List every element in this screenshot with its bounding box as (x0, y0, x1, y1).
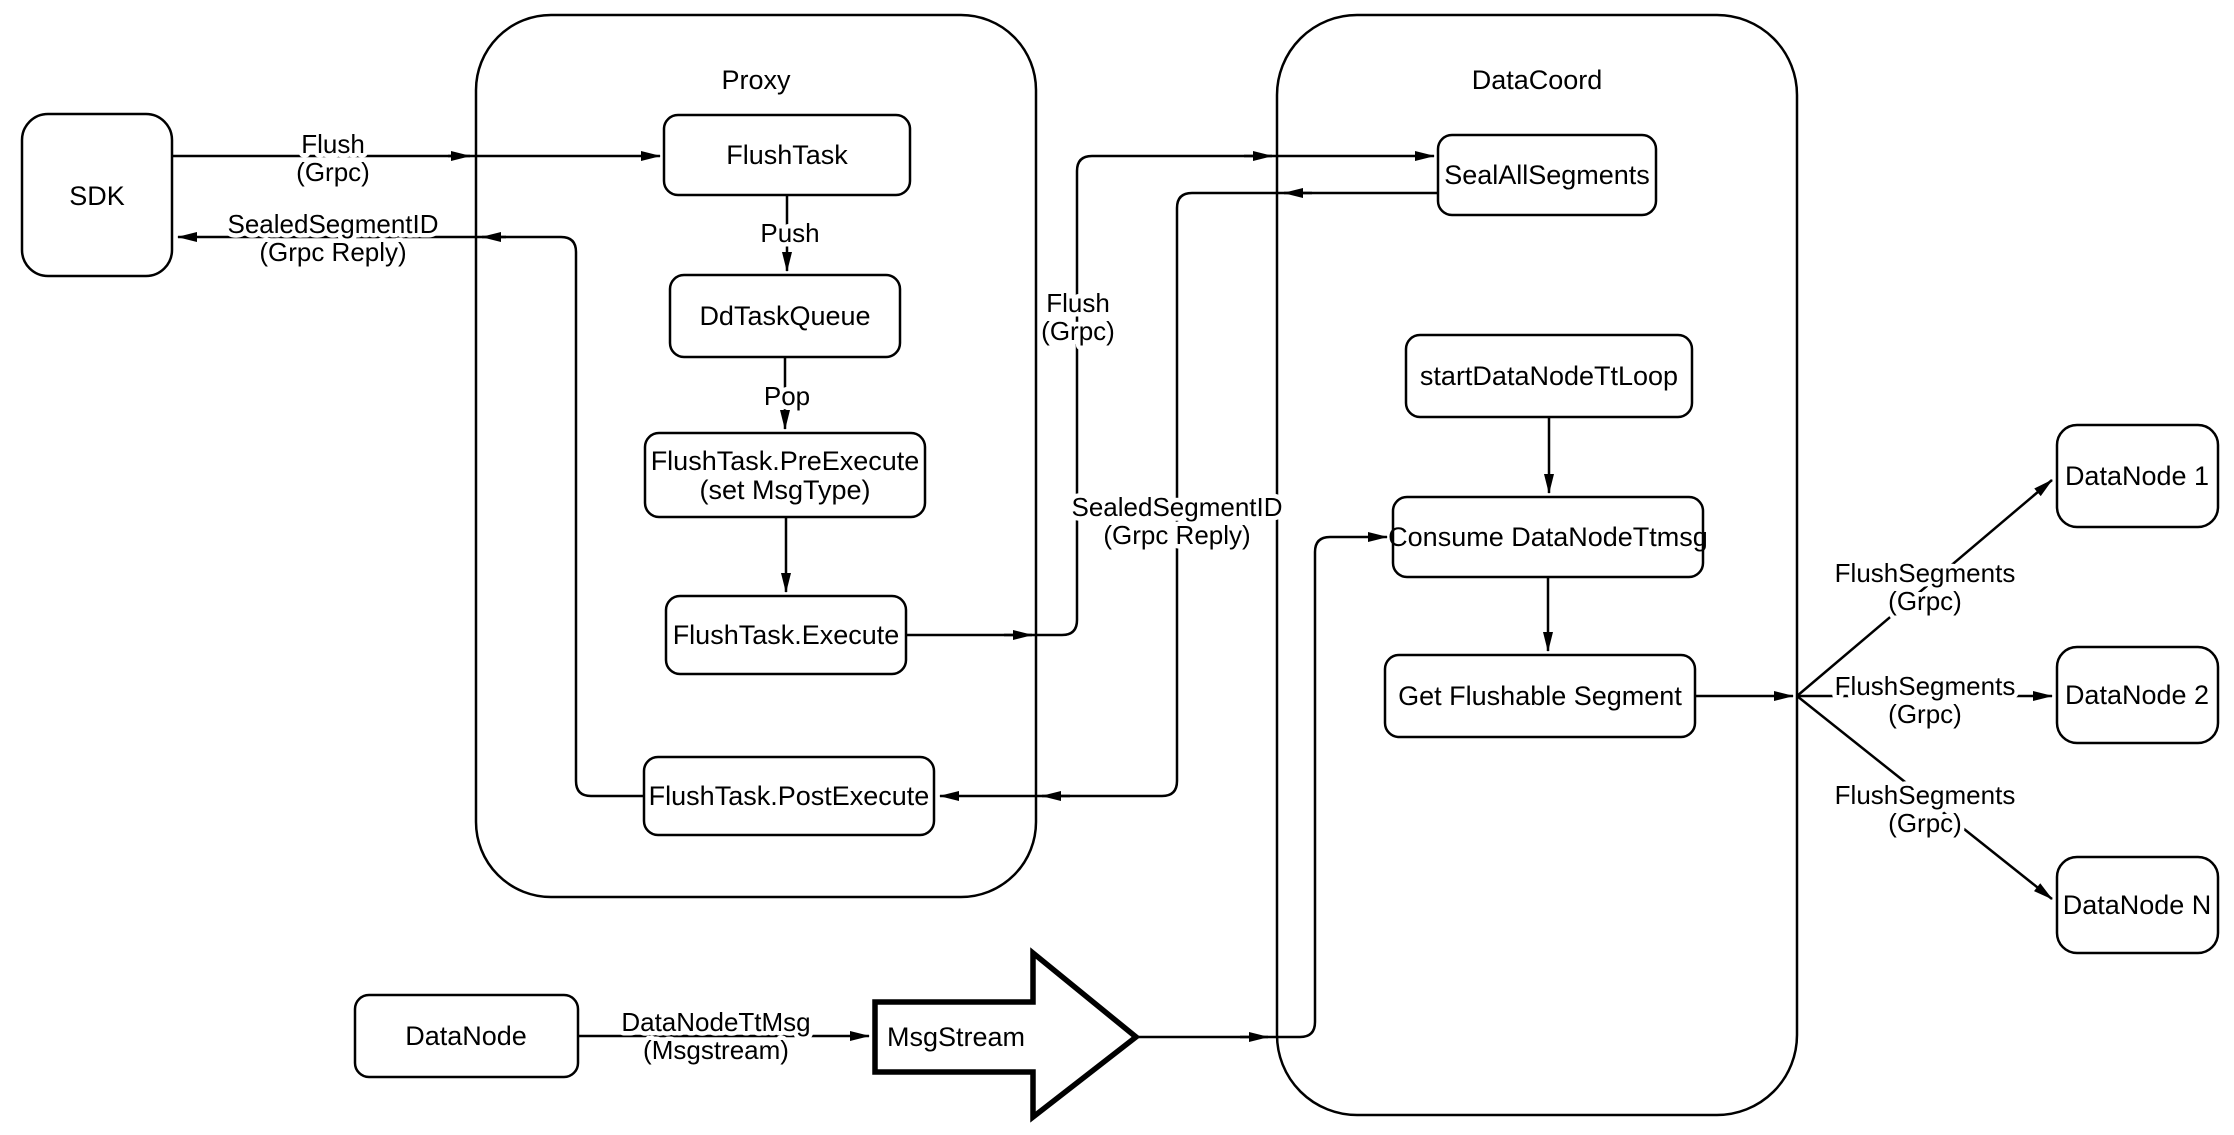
edge-label-flushsegments-n: FlushSegments (Grpc) (1830, 776, 2020, 843)
edge-label-sdk-flush-line2: (Grpc) (296, 157, 370, 187)
node-execute: FlushTask.Execute (664, 594, 908, 676)
node-flushtask: FlushTask (662, 113, 912, 197)
edge-label-proxy-reply-line1: SealedSegmentID (1071, 492, 1282, 522)
node-ddtaskqueue: DdTaskQueue (668, 273, 902, 359)
edge-label-proxy-flush-line1: Flush (1046, 288, 1110, 318)
node-datanode2-label: DataNode 2 (2065, 680, 2209, 710)
node-flushtask-label: FlushTask (726, 140, 848, 170)
edge-sealallsegments-to-postexecute (939, 188, 1438, 801)
edge-label-flushsegments-1-line1: FlushSegments (1835, 558, 2016, 588)
node-consumedatanodettmsg: Consume DataNodeTtmsg (1388, 495, 1708, 579)
node-datanode1-label: DataNode 1 (2065, 461, 2209, 491)
edge-label-sdk-reply-line2: (Grpc Reply) (259, 237, 406, 267)
datacoord-container: DataCoord (1275, 13, 1799, 1117)
edge-label-pop: Pop (764, 381, 810, 411)
edge-label-sdk-flush: Flush (Grpc) (292, 125, 375, 192)
node-getflushablesegment: Get Flushable Segment (1383, 653, 1697, 739)
node-preexecute-label-line1: FlushTask.PreExecute (651, 446, 920, 476)
proxy-container-border (474, 13, 1038, 899)
node-datanode1: DataNode 1 (2055, 423, 2220, 529)
node-sealallsegments-label: SealAllSegments (1444, 160, 1650, 190)
datacoord-container-border (1275, 13, 1799, 1117)
edge-label-flushsegments-2: FlushSegments (Grpc) (1830, 667, 2020, 734)
edge-label-datanodettmsg-line1: DataNodeTtMsg (621, 1007, 810, 1037)
edge-postexecute-to-sdk (177, 232, 644, 798)
node-preexecute-label-line2: (set MsgType) (699, 475, 870, 505)
node-postexecute-label: FlushTask.PostExecute (649, 781, 930, 811)
edge-label-sdk-reply: SealedSegmentID (Grpc Reply) (223, 205, 443, 272)
node-msgstream: MsgStream (872, 947, 1141, 1123)
node-preexecute: FlushTask.PreExecute (set MsgType) (643, 431, 927, 519)
node-ddtaskqueue-label: DdTaskQueue (699, 301, 870, 331)
edge-label-proxy-flush-line2: (Grpc) (1041, 316, 1115, 346)
edge-label-flushsegments-2-line1: FlushSegments (1835, 671, 2016, 701)
node-datanode2: DataNode 2 (2055, 645, 2220, 745)
datacoord-container-title: DataCoord (1472, 65, 1603, 95)
edge-label-flushsegments-1-line2: (Grpc) (1888, 586, 1962, 616)
node-datanode-bottom-label: DataNode (405, 1021, 527, 1051)
edge-fan-to-datanode1 (1796, 479, 2053, 697)
edge-label-flushsegments-n-line2: (Grpc) (1888, 808, 1962, 838)
edge-label-flushsegments-n-line1: FlushSegments (1835, 780, 2016, 810)
edge-label-datanodettmsg-line2: (Msgstream) (643, 1035, 789, 1065)
edge-execute-to-sealallsegments (906, 151, 1435, 640)
node-sdk-label: SDK (69, 181, 125, 211)
node-sdk: SDK (20, 112, 174, 278)
node-datanoden: DataNode N (2055, 855, 2220, 955)
node-startdatanodettloop: startDataNodeTtLoop (1404, 333, 1694, 419)
node-postexecute: FlushTask.PostExecute (642, 755, 936, 837)
edge-label-flushsegments-1: FlushSegments (Grpc) (1830, 554, 2020, 621)
edge-label-push: Push (760, 218, 819, 248)
node-execute-label: FlushTask.Execute (673, 620, 900, 650)
node-consumedatanodettmsg-label: Consume DataNodeTtmsg (1388, 522, 1708, 552)
edge-label-datanodettmsg: DataNodeTtMsg (Msgstream) (617, 1003, 815, 1070)
edge-fan-to-datanoden (1796, 695, 2053, 900)
node-startdatanodettloop-label: startDataNodeTtLoop (1420, 361, 1678, 391)
edge-label-sdk-reply-line1: SealedSegmentID (227, 209, 438, 239)
node-datanode-bottom: DataNode (353, 993, 580, 1079)
edge-label-proxy-flush: Flush (Grpc) (1037, 284, 1120, 351)
node-msgstream-label: MsgStream (887, 1022, 1025, 1052)
edge-label-proxy-reply: SealedSegmentID (Grpc Reply) (1067, 488, 1287, 555)
proxy-container: Proxy (474, 13, 1038, 899)
edge-msgstream-to-consume (1136, 532, 1388, 1042)
edge-label-proxy-reply-line2: (Grpc Reply) (1103, 520, 1250, 550)
proxy-container-title: Proxy (721, 65, 791, 95)
edge-label-flushsegments-2-line2: (Grpc) (1888, 699, 1962, 729)
edge-label-sdk-flush-line1: Flush (301, 129, 365, 159)
node-datanoden-label: DataNode N (2063, 890, 2212, 920)
msgstream-block-arrow-shape (872, 947, 1141, 1123)
node-getflushablesegment-label: Get Flushable Segment (1398, 681, 1682, 711)
node-sealallsegments: SealAllSegments (1436, 133, 1658, 217)
